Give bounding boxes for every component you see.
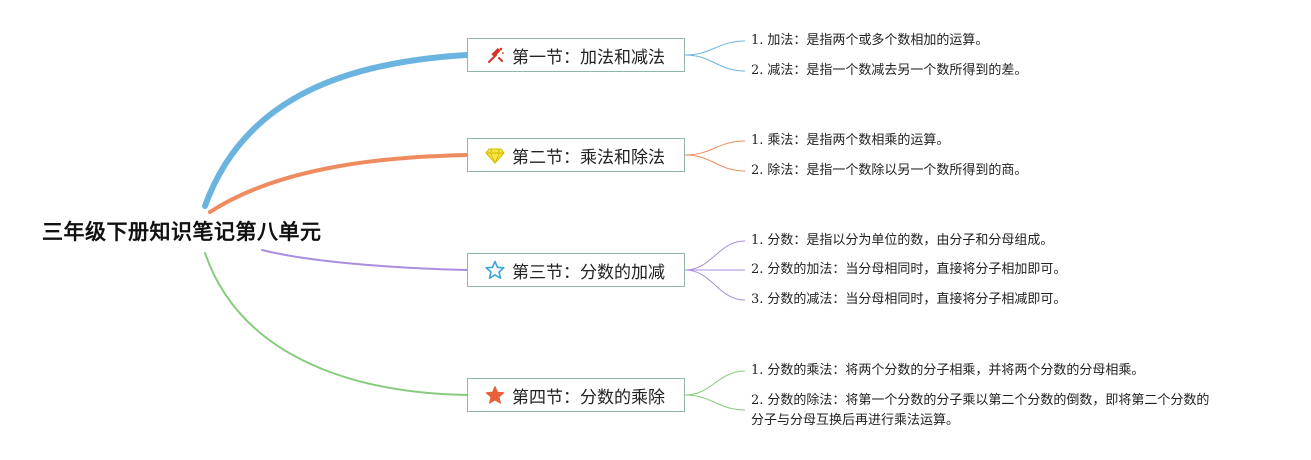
leaf-number: 2. — [751, 163, 764, 178]
section-label-1: 第一节：加法和减法 — [512, 47, 665, 68]
section-node-4[interactable]: 第四节：分数的乘除 — [467, 378, 685, 412]
leaf-number: 2. — [751, 262, 764, 277]
branch-line-4 — [204, 252, 468, 396]
leaf-item-2-1[interactable]: 1.乘法：是指两个数相乘的运算。 — [751, 131, 949, 151]
section-label-4: 第四节：分数的乘除 — [512, 387, 665, 408]
star-filled-icon — [484, 384, 506, 406]
section-label-2: 第二节：乘法和除法 — [512, 147, 665, 168]
leaf-text: 分数的除法：将第一个分数的分子乘以第二个分数的倒数，即将第二个分数的 — [767, 393, 1210, 408]
leaf-number: 1. — [751, 133, 764, 148]
section-node-3[interactable]: 第三节：分数的加减 — [467, 253, 685, 287]
leaf-text: 减法：是指一个数减去另一个数所得到的差。 — [767, 63, 1028, 78]
leaf-item-3-1[interactable]: 1.分数：是指以分为单位的数，由分子和分母组成。 — [751, 231, 1053, 251]
leaf-number: 3. — [751, 292, 764, 307]
leaf-text: 分数：是指以分为单位的数，由分子和分母组成。 — [767, 233, 1054, 248]
leaf-line-3-1 — [684, 240, 746, 271]
branch-line-2 — [208, 153, 469, 214]
diamond-icon — [484, 144, 506, 166]
leaf-line-2-2 — [684, 154, 746, 172]
leaf-item-2-2[interactable]: 2.除法：是指一个数除以另一个数所得到的商。 — [751, 161, 1027, 181]
leaf-text: 分数的加法：当分母相同时，直接将分子相加即可。 — [767, 262, 1067, 277]
branch-line-3 — [261, 249, 468, 271]
leaf-item-1-1[interactable]: 1.加法：是指两个或多个数相加的运算。 — [751, 31, 988, 51]
leaf-text: 分数的乘法：将两个分数的分子相乘，并将两个分数的分母相乘。 — [767, 363, 1145, 378]
leaf-text: 除法：是指一个数除以另一个数所得到的商。 — [767, 163, 1028, 178]
leaf-number: 2. — [751, 393, 764, 408]
leaf-number: 1. — [751, 33, 764, 48]
leaf-line-4-2 — [684, 394, 746, 411]
leaf-line-4-1 — [684, 370, 746, 396]
leaf-text: 分数的减法：当分母相同时，直接将分子相减即可。 — [767, 292, 1067, 307]
leaf-text: 乘法：是指两个数相乘的运算。 — [767, 133, 950, 148]
leaf-line-1-1 — [684, 40, 746, 56]
leaf-number: 1. — [751, 233, 764, 248]
branch-line-1 — [202, 52, 470, 209]
section-node-1[interactable]: 第一节：加法和减法 — [467, 38, 685, 72]
leaf-line-2-1 — [684, 140, 746, 156]
leaf-line-3-3 — [684, 269, 746, 301]
leaf-item-1-2[interactable]: 2.减法：是指一个数减去另一个数所得到的差。 — [751, 61, 1027, 81]
leaf-line-1-2 — [684, 54, 746, 72]
leaf-item-3-3[interactable]: 3.分数的减法：当分母相同时，直接将分子相减即可。 — [751, 290, 1066, 310]
leaf-item-4-1[interactable]: 1.分数的乘法：将两个分数的分子相乘，并将两个分数的分母相乘。 — [751, 361, 1144, 381]
leaf-number: 2. — [751, 63, 764, 78]
leaf-item-4-2[interactable]: 2.分数的除法：将第一个分数的分子乘以第二个分数的倒数，即将第二个分数的 分子与… — [751, 391, 1209, 431]
section-node-2[interactable]: 第二节：乘法和除法 — [467, 138, 685, 172]
mindmap-root-title[interactable]: 三年级下册知识笔记第八单元 — [42, 220, 322, 244]
leaf-number: 1. — [751, 363, 764, 378]
section-label-3: 第三节：分数的加减 — [512, 262, 665, 283]
leaf-item-3-2[interactable]: 2.分数的加法：当分母相同时，直接将分子相加即可。 — [751, 260, 1066, 280]
hammer-icon — [484, 44, 506, 66]
star-outline-icon — [484, 259, 506, 281]
leaf-text: 加法：是指两个或多个数相加的运算。 — [767, 33, 989, 48]
leaf-text-continued: 分子与分母互换后再进行乘法运算。 — [751, 413, 960, 428]
